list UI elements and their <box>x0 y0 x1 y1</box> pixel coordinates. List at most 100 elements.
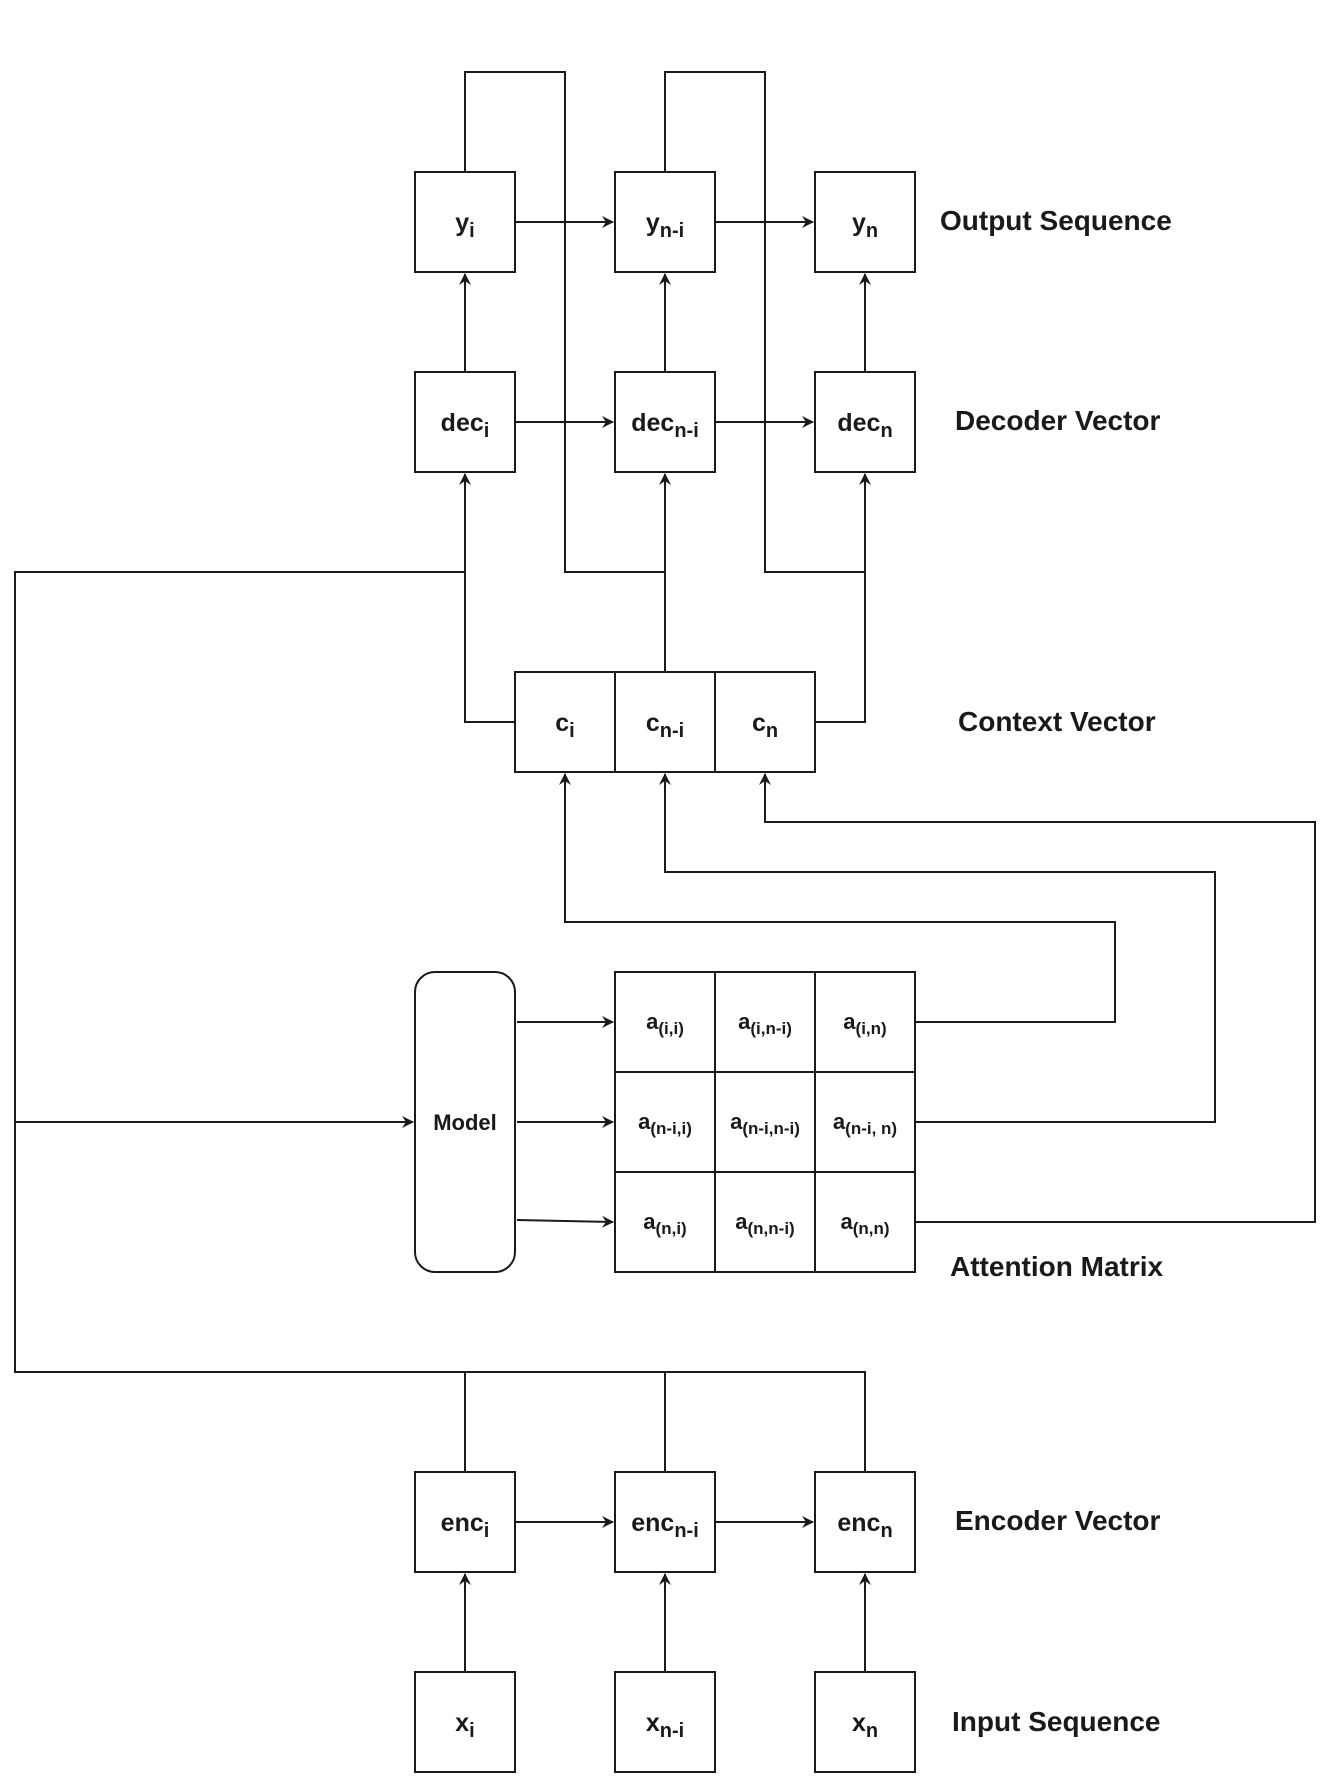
node-subscript: n-i <box>674 1520 698 1542</box>
decoder-vector-row: deci decn-i decn Decoder Vector <box>414 371 1161 473</box>
svg-text:yi: yi <box>455 209 474 242</box>
svg-text:a(n-i,n-i): a(n-i,n-i) <box>730 1109 800 1138</box>
node-base: dec <box>837 409 880 437</box>
svg-text:xn: xn <box>852 1709 878 1742</box>
svg-text:enci: enci <box>441 1509 490 1542</box>
attention-cell-1-1: a(n-i,n-i) <box>714 1071 816 1173</box>
decoder-vector-label: Decoder Vector <box>955 405 1161 436</box>
arrow-row-2-to-c-n-i <box>659 773 1216 1123</box>
output-node-y-i: yi <box>414 171 516 273</box>
node-base: a <box>843 1009 856 1034</box>
attention-matrix-label: Attention Matrix <box>950 1251 1164 1282</box>
node-base: y <box>455 209 469 237</box>
node-subscript: (n-i,i) <box>650 1119 692 1138</box>
encoder-bus-line <box>14 571 866 1472</box>
svg-text:a(n,n-i): a(n,n-i) <box>735 1209 794 1238</box>
encoder-node-enc-n: encn <box>814 1471 916 1573</box>
attention-cell-0-1: a(i,n-i) <box>714 971 816 1073</box>
output-sequence-label: Output Sequence <box>940 205 1172 236</box>
svg-text:a(n-i, n): a(n-i, n) <box>833 1109 897 1138</box>
svg-text:cn: cn <box>752 709 778 742</box>
node-subscript: n <box>880 420 892 442</box>
attention-cell-0-0: a(i,i) <box>614 971 716 1073</box>
node-subscript: n <box>866 220 878 242</box>
svg-text:a(n,n): a(n,n) <box>840 1209 889 1238</box>
arrow-model-to-row-3 <box>516 1215 614 1228</box>
node-base: c <box>646 709 660 737</box>
arrow-c-i-to-dec-i <box>459 473 515 723</box>
node-subscript: (i,i) <box>658 1019 684 1038</box>
attention-cell-1-0: a(n-i,i) <box>614 1071 716 1173</box>
node-base: c <box>752 709 766 737</box>
decoder-node-dec-n: decn <box>814 371 916 473</box>
svg-text:a(i,n-i): a(i,n-i) <box>738 1009 792 1038</box>
node-subscript: n <box>866 1720 878 1742</box>
node-subscript: (n-i, n) <box>845 1119 897 1138</box>
context-vector-label: Context Vector <box>958 706 1156 737</box>
decoder-node-dec-i: deci <box>414 371 516 473</box>
attention-cell-2-2: a(n,n) <box>814 1171 916 1273</box>
node-base: enc <box>631 1509 674 1537</box>
node-subscript: n-i <box>660 220 684 242</box>
node-base: x <box>852 1709 866 1737</box>
node-base: a <box>833 1109 846 1134</box>
node-subscript: n <box>880 1520 892 1542</box>
context-cell-c-i: ci <box>514 671 616 773</box>
output-node-y-n-i: yn-i <box>614 171 716 273</box>
node-base: c <box>555 709 569 737</box>
feedback-line-y-n-i <box>664 71 865 573</box>
connector-lines <box>14 71 1316 1672</box>
svg-text:xi: xi <box>455 1709 474 1742</box>
node-base: y <box>646 209 660 237</box>
node-subscript: i <box>469 1720 475 1742</box>
node-base: a <box>730 1109 743 1134</box>
node-subscript: i <box>569 720 575 742</box>
svg-text:decn-i: decn-i <box>631 409 699 442</box>
node-subscript: (n-i,n-i) <box>742 1119 800 1138</box>
svg-text:deci: deci <box>441 409 490 442</box>
svg-text:a(n-i,i): a(n-i,i) <box>638 1109 692 1138</box>
node-subscript: n-i <box>660 1720 684 1742</box>
encoder-vector-row: enci encn-i encn Encoder Vector <box>414 1471 1161 1573</box>
node-subscript: i <box>469 220 475 242</box>
arrow-row-1-to-c-i <box>559 773 1116 1023</box>
node-base: a <box>638 1109 651 1134</box>
svg-text:decn: decn <box>837 409 892 442</box>
attention-matrix: a(i,i) a(i,n-i) a(i,n) a(n-i,i) a(n-i,n-… <box>614 971 1164 1282</box>
node-subscript: (i,n) <box>856 1019 887 1038</box>
node-base: dec <box>631 409 674 437</box>
input-sequence-label: Input Sequence <box>952 1706 1160 1737</box>
output-node-y-n: yn <box>814 171 916 273</box>
svg-text:a(n,i): a(n,i) <box>643 1209 686 1238</box>
node-subscript: (i,n-i) <box>750 1019 792 1038</box>
encoder-vector-label: Encoder Vector <box>955 1505 1161 1536</box>
node-subscript: n-i <box>674 420 698 442</box>
svg-text:yn-i: yn-i <box>646 209 684 242</box>
svg-text:ci: ci <box>555 709 574 742</box>
node-base: a <box>646 1009 659 1034</box>
attention-cell-1-2: a(n-i, n) <box>814 1071 916 1173</box>
input-node-x-n: xn <box>814 1671 916 1773</box>
node-subscript: (n,i) <box>656 1219 687 1238</box>
svg-text:xn-i: xn-i <box>646 1709 684 1742</box>
node-subscript: i <box>484 420 490 442</box>
svg-text:encn-i: encn-i <box>631 1509 699 1542</box>
node-base: dec <box>441 409 484 437</box>
node-base: a <box>738 1009 751 1034</box>
attention-cell-2-0: a(n,i) <box>614 1171 716 1273</box>
feedback-line-y-i <box>464 71 665 573</box>
node-base: enc <box>441 1509 484 1537</box>
context-cell-c-n: cn <box>714 671 816 773</box>
node-subscript: (n,n-i) <box>748 1219 795 1238</box>
model-label: Model <box>433 1110 497 1135</box>
context-vector-row: ci cn-i cn Context Vector <box>514 671 1156 773</box>
svg-text:cn-i: cn-i <box>646 709 684 742</box>
node-subscript: n <box>766 720 778 742</box>
model-block: Model <box>414 971 516 1273</box>
decoder-node-dec-n-i: decn-i <box>614 371 716 473</box>
arrow-c-n-to-dec-n <box>815 473 871 723</box>
context-cell-c-n-i: cn-i <box>614 671 716 773</box>
svg-text:a(i,n): a(i,n) <box>843 1009 886 1038</box>
